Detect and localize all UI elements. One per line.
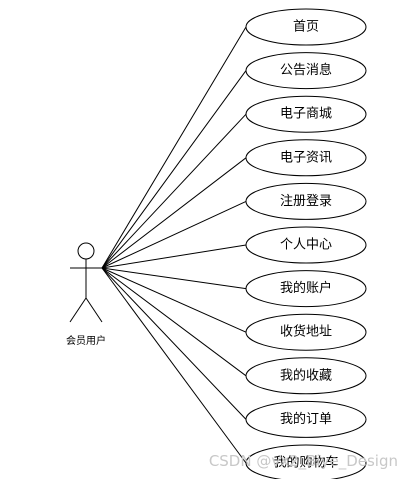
- use-case-ellipse: [245, 313, 367, 351]
- use-case: 我的购物车: [245, 444, 367, 479]
- use-case-ellipse: [245, 270, 367, 308]
- association-line: [101, 267, 247, 290]
- use-case: 首页: [245, 8, 367, 46]
- use-case-ellipse: [245, 444, 367, 479]
- use-case-ellipse: [245, 226, 367, 264]
- use-case-ellipse: [245, 8, 367, 46]
- use-case-label: 我的订单: [280, 411, 332, 427]
- use-case-ellipse: [245, 139, 367, 177]
- actor-label: 会员用户: [66, 334, 106, 347]
- use-case: 我的收藏: [245, 357, 367, 395]
- actor-left-leg: [69, 297, 87, 323]
- use-case-label: 首页: [293, 20, 319, 35]
- association-line: [101, 113, 247, 269]
- use-case-ellipse: [245, 182, 367, 220]
- use-case: 公告消息: [245, 52, 367, 90]
- use-case-label: 我的收藏: [280, 367, 332, 383]
- use-case-list: 首页公告消息电子商城电子资讯注册登录个人中心我的账户收货地址我的收藏我的订单我的…: [245, 8, 367, 479]
- use-case-ellipse: [245, 357, 367, 395]
- association-line: [101, 267, 247, 377]
- association-line: [101, 70, 247, 269]
- association-line: [101, 267, 247, 420]
- use-case: 注册登录: [245, 182, 367, 220]
- use-case-label: 注册登录: [280, 194, 332, 209]
- use-case-ellipse: [245, 95, 367, 133]
- use-case: 电子商城: [245, 95, 367, 133]
- association-line: [101, 157, 247, 269]
- actor-right-leg: [85, 297, 103, 323]
- association-line: [101, 200, 247, 269]
- use-case-label: 公告消息: [280, 62, 332, 78]
- actor-member-user: 会员用户: [66, 242, 106, 347]
- use-case-label: 个人中心: [280, 238, 332, 253]
- association-line: [101, 267, 247, 333]
- association-line: [101, 267, 247, 464]
- use-case-label: 我的账户: [280, 280, 332, 296]
- use-case: 个人中心: [245, 226, 367, 264]
- actor-head: [77, 242, 95, 260]
- use-case: 电子资讯: [245, 139, 367, 177]
- use-case: 收货地址: [245, 313, 367, 351]
- use-case-label: 电子资讯: [280, 150, 332, 165]
- use-case-label: 收货地址: [280, 324, 332, 340]
- use-case-ellipse: [245, 400, 367, 438]
- watermark: CSDN @vx2_Biye_Design: [209, 452, 398, 471]
- use-case: 我的订单: [245, 400, 367, 438]
- use-case-label: 我的购物车: [273, 455, 338, 471]
- use-case-label: 电子商城: [280, 107, 332, 122]
- use-case-ellipse: [245, 52, 367, 90]
- association-line: [101, 26, 247, 269]
- association-line: [101, 244, 247, 269]
- association-lines: [101, 26, 247, 464]
- use-case: 我的账户: [245, 270, 367, 308]
